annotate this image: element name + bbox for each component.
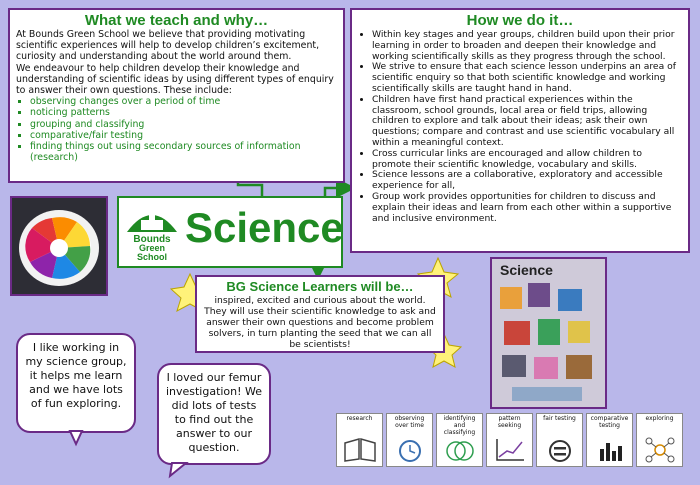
list-item: finding things out using secondary sourc… (30, 141, 337, 163)
svg-text:Green: Green (139, 243, 165, 253)
board-title: Science (500, 262, 553, 278)
enquiry-icons-strip: research observing over time identifying… (336, 413, 684, 469)
clock-icon (399, 440, 421, 462)
mind-map-icon (645, 437, 675, 463)
list-item: grouping and classifying (30, 119, 337, 130)
display-image: Science (492, 259, 605, 407)
line-graph-icon (496, 439, 524, 461)
rainbow-dish-photo (10, 196, 108, 296)
list-item: comparative/fair testing (30, 130, 337, 141)
icon-label: observing over time (394, 415, 425, 429)
list-item: noticing patterns (30, 107, 337, 118)
how-list: Within key stages and year groups, child… (358, 29, 682, 224)
what-paragraph-1: At Bounds Green School we believe that p… (16, 29, 320, 63)
learners-heading: BG Science Learners will be… (226, 279, 414, 294)
how-heading: How we do it… (466, 12, 574, 29)
icon-label: research (346, 415, 373, 422)
icon-label: identifying and classifying (443, 415, 476, 436)
icon-label: comparative testing (590, 415, 629, 429)
learners-panel: BG Science Learners will be… inspired, e… (195, 275, 445, 353)
venn-icon (446, 441, 474, 461)
list-item: observing changes over a period of time (30, 96, 337, 107)
list-item: Cross curricular links are encouraged an… (372, 148, 682, 171)
icon-label: exploring (645, 415, 674, 422)
how-we-do-it-panel: How we do it… Within key stages and year… (350, 8, 690, 253)
what-we-teach-panel: What we teach and why… At Bounds Green S… (8, 8, 345, 183)
list-item: Science lessons are a collaborative, exp… (372, 170, 682, 192)
list-item: Group work provides opportunities for ch… (372, 191, 682, 224)
list-item: Children have first hand practical exper… (372, 94, 682, 149)
list-item: We strive to ensure that each science le… (372, 61, 682, 94)
what-paragraph-2: We endeavour to help children develop th… (16, 62, 334, 97)
quote-bubble-2: I loved our femur investigation! We did … (157, 363, 271, 465)
icon-label: fair testing (543, 415, 576, 422)
enquiry-types-list: observing changes over a period of time … (16, 96, 337, 163)
icon-card-pattern: pattern seeking (486, 413, 533, 467)
bar-chart-icon (600, 443, 622, 461)
list-item: Within key stages and year groups, child… (372, 29, 682, 62)
science-title: Science (185, 204, 344, 251)
icon-card-fair-testing: fair testing (536, 413, 583, 467)
icon-label: pattern seeking (497, 415, 522, 429)
science-logo-badge: Bounds Green School Science (117, 196, 344, 268)
dish-image (19, 210, 99, 286)
icon-card-identifying: identifying and classifying (436, 413, 483, 467)
book-icon (344, 438, 376, 462)
classroom-display-photo: Science (490, 257, 607, 409)
svg-text:Bounds: Bounds (133, 234, 171, 245)
icon-card-exploring: exploring (636, 413, 683, 467)
school-logo: Bounds Green School (127, 206, 177, 262)
svg-text:School: School (137, 252, 167, 262)
icon-card-observing: observing over time (386, 413, 433, 467)
quote-bubble-1: I like working in my science group, it h… (16, 333, 136, 433)
icon-card-research: research (336, 413, 383, 467)
equals-icon (549, 440, 571, 462)
learners-text: inspired, excited and curious about the … (204, 295, 436, 350)
icon-card-comparative: comparative testing (586, 413, 633, 467)
what-heading: What we teach and why… (84, 12, 269, 29)
